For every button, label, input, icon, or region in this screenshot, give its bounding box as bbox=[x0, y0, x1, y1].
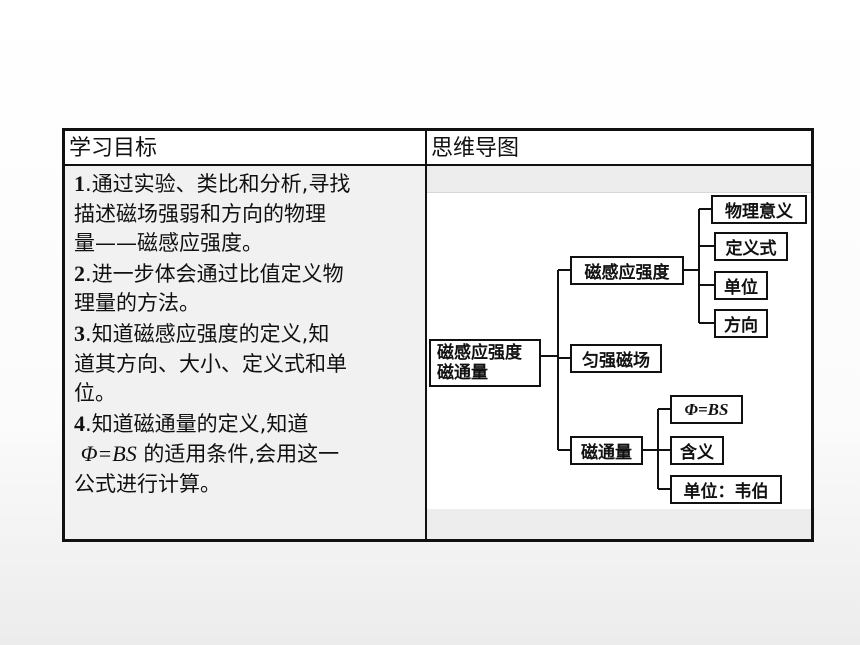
node-physical-meaning: 物理意义 bbox=[711, 195, 807, 224]
column-divider bbox=[425, 131, 427, 539]
header-rule bbox=[65, 164, 811, 166]
flux-formula: Φ=BS bbox=[80, 441, 137, 467]
node-definition-formula: 定义式 bbox=[714, 232, 788, 261]
objective-1: 1.通过实验、类比和分析,寻找 描述磁场强弱和方向的物理 量——磁感应强度。 bbox=[74, 171, 351, 256]
node-direction: 方向 bbox=[714, 309, 768, 338]
objectives-mindmap-table: 学习目标 思维导图 1.通过实验、类比和分析,寻找 描述磁场强弱和方向的物理 量… bbox=[62, 128, 814, 542]
node-meaning: 含义 bbox=[670, 436, 724, 465]
node-magnetic-induction: 磁感应强度 bbox=[570, 256, 684, 285]
objective-3: 3.知道磁感应强度的定义,知 道其方向、大小、定义式和单 位。 bbox=[74, 320, 347, 406]
learning-objectives-cell: 1.通过实验、类比和分析,寻找 描述磁场强弱和方向的物理 量——磁感应强度。 2… bbox=[65, 166, 425, 539]
node-uniform-field: 匀强磁场 bbox=[570, 344, 662, 373]
mind-map-root-node: 磁感应强度 磁通量 bbox=[429, 339, 541, 387]
objectives-list: 1.通过实验、类比和分析,寻找 描述磁场强弱和方向的物理 量——磁感应强度。 2… bbox=[74, 169, 419, 500]
objective-2: 2.进一步体会通过比值定义物 理量的方法。 bbox=[74, 260, 344, 316]
mind-map-top-strip bbox=[427, 166, 811, 193]
node-unit: 单位 bbox=[714, 271, 768, 300]
mind-map-header: 思维导图 bbox=[427, 133, 811, 164]
node-unit-weber: 单位：韦伯 bbox=[670, 475, 782, 504]
mind-map-connectors bbox=[541, 208, 714, 490]
node-magnetic-flux: 磁通量 bbox=[570, 436, 643, 465]
learning-objectives-header: 学习目标 bbox=[65, 133, 425, 164]
mind-map-bottom-strip bbox=[427, 509, 811, 539]
mind-map-cell: 磁感应强度 磁通量 磁感应强度 匀强磁场 磁通量 物理意义 定义式 单位 方向 … bbox=[427, 166, 811, 539]
node-flux-formula: Φ=BS bbox=[670, 395, 743, 424]
objective-4: 4.知道磁通量的定义,知道 Φ=BS 的适用条件,会用这一 公式进行计算。 bbox=[74, 410, 340, 496]
